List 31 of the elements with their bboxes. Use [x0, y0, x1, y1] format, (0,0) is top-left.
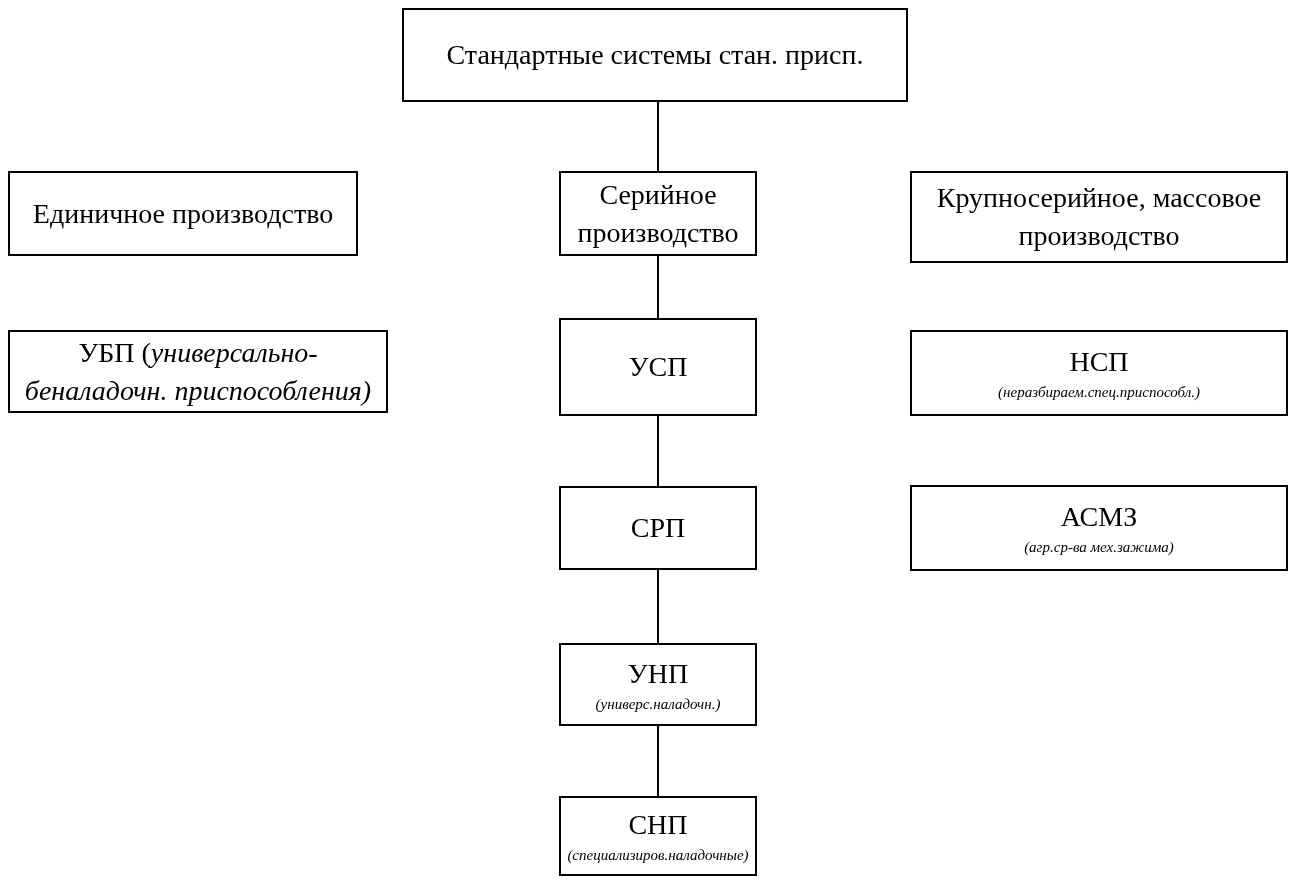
box-subtitle: (неразбираем.спец.приспособл.): [998, 383, 1200, 402]
text-box: [910, 330, 1288, 416]
box-subtitle: (универс.наладочн.): [595, 694, 721, 714]
box-title: УНП: [627, 656, 689, 691]
connector-line: [657, 569, 659, 644]
text-box: [559, 318, 757, 416]
text-box: [559, 486, 757, 570]
text-box: [8, 171, 358, 256]
text-box: [910, 171, 1288, 263]
box-title: НСП: [1069, 345, 1129, 379]
connector-line: [657, 255, 659, 319]
connector-line: [657, 101, 659, 172]
box-subtitle: (агр.ср-ва мех.зажима): [1024, 538, 1174, 557]
box-subtitle: (специализиров.наладочные): [567, 846, 749, 865]
box-title: Серийное производство: [576, 177, 740, 250]
box-title: СРП: [630, 511, 686, 545]
box-title: Крупносерийное, массовое производство: [935, 181, 1263, 253]
connector-line: [657, 725, 659, 797]
box-title: УСП: [628, 350, 688, 384]
text-box: [559, 171, 757, 256]
box-title: СНП: [628, 808, 688, 842]
text-box: [402, 8, 908, 102]
box-title: АСМЗ: [1060, 500, 1138, 534]
box-title: Стандартные системы стан. присп.: [446, 38, 864, 72]
text-box: [910, 485, 1288, 571]
box-title: УБП (универсально- беналадочн. приспособления): [23, 335, 373, 408]
box-title: Единичное производство: [32, 196, 334, 231]
text-box: [559, 643, 757, 726]
connector-line: [657, 415, 659, 487]
text-box: [559, 796, 757, 876]
text-box: [8, 330, 388, 413]
